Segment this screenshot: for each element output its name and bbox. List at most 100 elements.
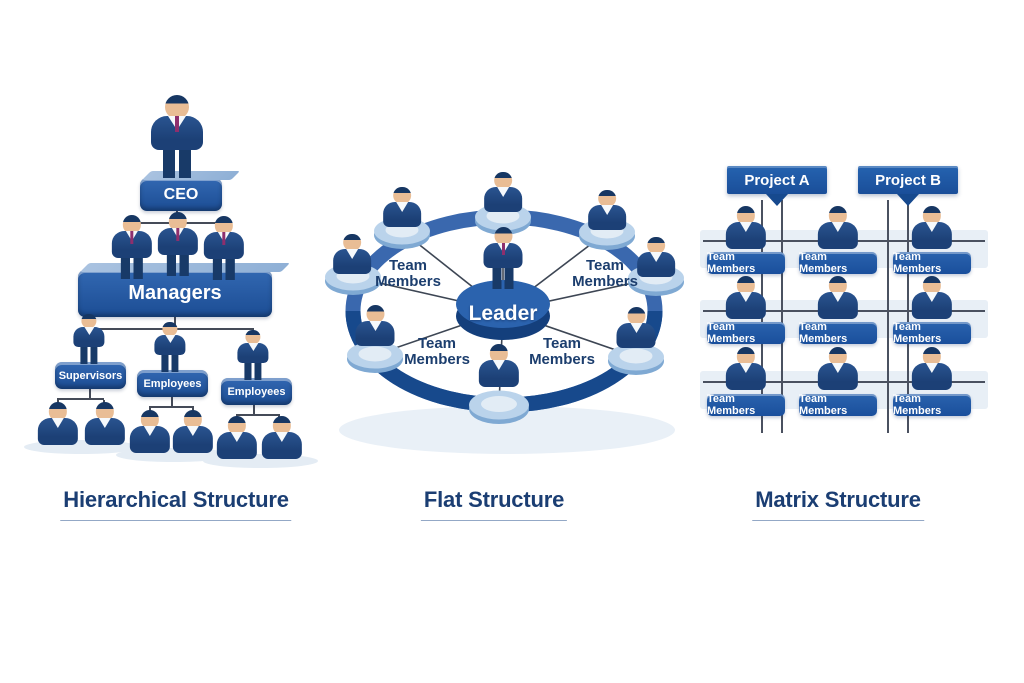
team-members-badge: Team Members [707,251,785,275]
employee-person-icon [237,330,269,380]
team-members-badge: Team Members [707,321,785,345]
team-member-person-icon [725,206,767,249]
team-member-person-icon [911,347,953,390]
person-torso [84,418,126,445]
person-torso [172,426,214,453]
person-torso [725,292,767,319]
person-head [227,416,247,435]
person-head [393,187,411,205]
supervisors-label: Supervisors [58,369,123,382]
connector-line [253,405,255,415]
connector-line [171,397,173,407]
manager-person-icon [157,212,199,277]
person-torso [911,222,953,249]
person-head [48,402,68,421]
team-members-label: Team Members [404,335,470,369]
person-legs [492,266,514,290]
person-torso [483,242,523,269]
employee-person-icon [129,410,171,453]
manager-person-icon [111,215,153,280]
employees-label: Employees [227,385,286,398]
person-torso [151,116,203,150]
person-head [647,237,665,255]
supervisors-block: Supervisors [55,362,126,389]
person-head [922,347,942,366]
employees-label: Employees [143,377,202,390]
person-torso [355,320,395,347]
person-head [366,305,384,323]
team-member-person-icon [616,307,656,349]
person-head [828,206,848,225]
person-torso [911,363,953,390]
team-member-person-icon [383,187,421,227]
team-members-label: Team Members [529,335,595,369]
person-torso [157,228,199,255]
team-member-person-icon [588,190,626,230]
team-member-person-icon [817,347,859,390]
person-torso [911,292,953,319]
person-torso [203,232,245,259]
team-member-person-icon [333,234,371,274]
team-member-person-icon [484,172,522,212]
ceo-label: CEO [163,185,199,203]
person-head [162,322,178,337]
team-members-badge: Team Members [799,251,877,275]
person-head [828,276,848,295]
employees-block: Employees [137,370,208,397]
person-head [627,307,645,325]
person-head [736,347,756,366]
person-torso [37,418,79,445]
project-a-tab: Project A [727,166,827,194]
person-head [489,344,509,363]
person-torso [383,202,421,227]
grid-line [781,200,783,433]
leader-label: Leader [468,302,538,325]
employee-person-icon [216,416,258,459]
person-torso [73,326,105,347]
person-head [736,276,756,295]
person-torso [725,363,767,390]
person-torso [216,432,258,459]
managers-block: Managers [78,270,272,317]
person-head [922,276,942,295]
person-torso [588,205,626,230]
team-member-person-icon [478,344,520,387]
person-torso [154,334,186,355]
person-head [494,172,512,190]
person-torso [237,342,269,363]
ring-shadow [339,406,675,454]
grid-line [907,200,909,433]
person-legs [163,148,191,178]
ceo-person-icon [151,95,203,178]
person-legs [167,253,189,277]
person-torso [478,360,520,387]
team-members-label: Team Members [572,257,638,291]
person-torso [484,187,522,212]
person-legs [161,353,179,372]
project-b-label: Project B [875,171,941,189]
person-torso [333,249,371,274]
person-torso [817,222,859,249]
person-torso [637,252,675,277]
person-legs [244,361,262,380]
connector-line [236,414,280,416]
team-members-badge: Team Members [799,321,877,345]
person-head [95,402,115,421]
team-member-person-icon [355,305,395,347]
person-legs [213,257,235,281]
person-head [272,416,292,435]
matrix-structure-title: Matrix Structure [752,487,924,521]
person-head [598,190,616,208]
project-a-label: Project A [744,171,810,189]
connector-line [57,398,104,400]
person-torso [817,363,859,390]
team-member-person-icon [637,237,675,277]
team-members-badge: Team Members [893,251,971,275]
person-head [922,206,942,225]
project-b-tab: Project B [858,166,958,194]
managers-label: Managers [128,282,222,304]
team-members-badge: Team Members [893,393,971,417]
team-members-label: Team Members [375,257,441,291]
flat-structure-title: Flat Structure [420,487,568,521]
